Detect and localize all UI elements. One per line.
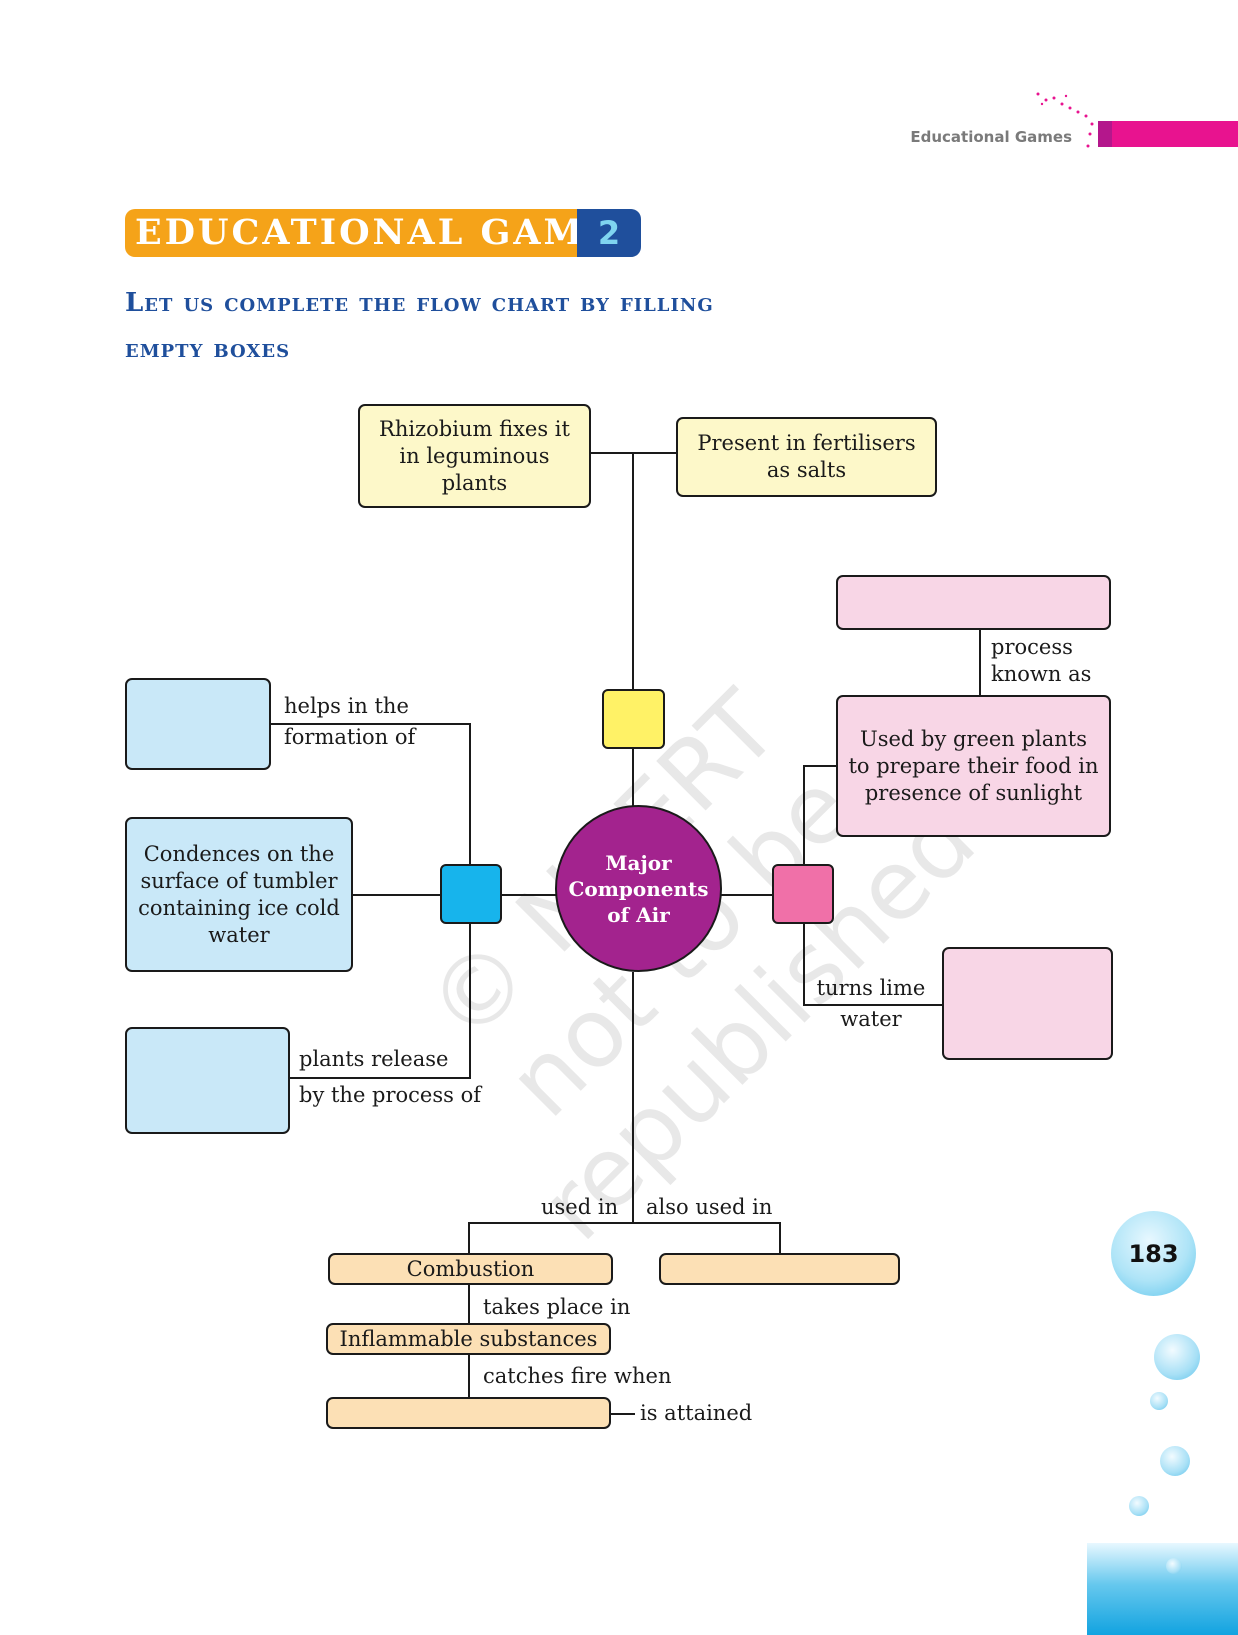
page-number: 183	[1128, 1239, 1179, 1268]
section-title: Educational Games	[910, 128, 1072, 146]
hub-carbon-dioxide	[772, 864, 834, 924]
bubble-decoration	[1160, 1446, 1190, 1476]
connector-line	[468, 1222, 470, 1254]
fertilisers-text: Present in fertilisers as salts	[697, 431, 916, 482]
connector-line	[803, 765, 838, 767]
connector-line	[468, 1284, 470, 1324]
empty-box-lime-water[interactable]	[942, 947, 1113, 1060]
connector-line	[803, 765, 805, 867]
connector-line	[632, 972, 634, 1224]
page-number-badge: 183	[1111, 1211, 1196, 1296]
game-label: EDUCATIONAL GAME	[135, 212, 615, 253]
connector-line	[499, 894, 557, 896]
connector-line	[632, 452, 634, 690]
bubble-decoration	[1154, 1334, 1200, 1380]
process-known-as-label: process known as	[991, 635, 1092, 686]
dotted-decoration	[1036, 92, 1094, 148]
connector-line	[979, 628, 981, 696]
catches-fire-label: catches fire when	[483, 1364, 672, 1388]
game-number: 2	[597, 214, 621, 252]
header-accent-bar	[1098, 121, 1238, 147]
major-components-circle: Major Components of Air	[555, 805, 722, 972]
connector-line	[351, 894, 441, 896]
connector-line	[803, 924, 805, 1005]
bubble-decoration	[1150, 1392, 1168, 1410]
heading-line-2: empty boxes	[125, 334, 291, 364]
empty-box-transpiration[interactable]	[125, 1027, 290, 1134]
connector-line	[289, 1077, 471, 1079]
hub-nitrogen	[602, 689, 665, 749]
by-process-label: by the process of	[299, 1083, 482, 1107]
bubble-decoration	[1129, 1496, 1149, 1516]
connector-line	[610, 1413, 635, 1415]
used-in-label: used in	[541, 1195, 619, 1219]
hub-water-vapour	[440, 864, 502, 924]
connector-line	[803, 1004, 943, 1006]
helps-formation-label: helps in the formation of	[284, 694, 416, 749]
center-label: Major Components of Air	[568, 850, 709, 927]
empty-box-formation[interactable]	[125, 678, 271, 770]
footer-gradient	[1087, 1543, 1238, 1635]
connector-line	[779, 1222, 781, 1254]
connector-line	[632, 748, 634, 808]
is-attained-label: is attained	[640, 1401, 753, 1425]
empty-box-ignition[interactable]	[326, 1397, 611, 1429]
also-used-in-label: also used in	[646, 1195, 773, 1219]
connector-line	[270, 723, 470, 725]
heading-line-1: Let us complete the flow chart by fillin…	[125, 288, 714, 318]
connector-line	[720, 894, 774, 896]
inflammable-text: Inflammable substances	[339, 1326, 598, 1351]
fertilisers-box: Present in fertilisers as salts	[676, 417, 937, 497]
empty-box-co2-process[interactable]	[836, 575, 1111, 630]
green-plants-text: Used by green plants to prepare their fo…	[848, 726, 1099, 805]
inflammable-box: Inflammable substances	[326, 1323, 611, 1355]
condenses-box: Condences on the surface of tumbler cont…	[125, 817, 353, 972]
green-plants-box: Used by green plants to prepare their fo…	[836, 695, 1111, 837]
turns-lime-water-label: turns lime water	[816, 976, 926, 1031]
connector-line	[468, 1354, 470, 1398]
condenses-text: Condences on the surface of tumbler cont…	[138, 841, 340, 947]
game-number-badge	[577, 209, 641, 257]
header-accent-bar-dark	[1098, 121, 1112, 147]
empty-box-also-used[interactable]	[659, 1253, 900, 1285]
game-badge	[125, 209, 640, 257]
combustion-box: Combustion	[328, 1253, 613, 1285]
rhizobium-text: Rhizobium fixes it in leguminous plants	[379, 416, 570, 495]
takes-place-label: takes place in	[483, 1295, 631, 1319]
combustion-text: Combustion	[406, 1256, 535, 1281]
connector-line	[468, 1222, 781, 1224]
bubble-decoration	[1166, 1558, 1182, 1574]
plants-release-label: plants release	[299, 1047, 449, 1071]
rhizobium-box: Rhizobium fixes it in leguminous plants	[358, 404, 591, 508]
page-heading: Let us complete the flow chart by fillin…	[125, 280, 885, 372]
